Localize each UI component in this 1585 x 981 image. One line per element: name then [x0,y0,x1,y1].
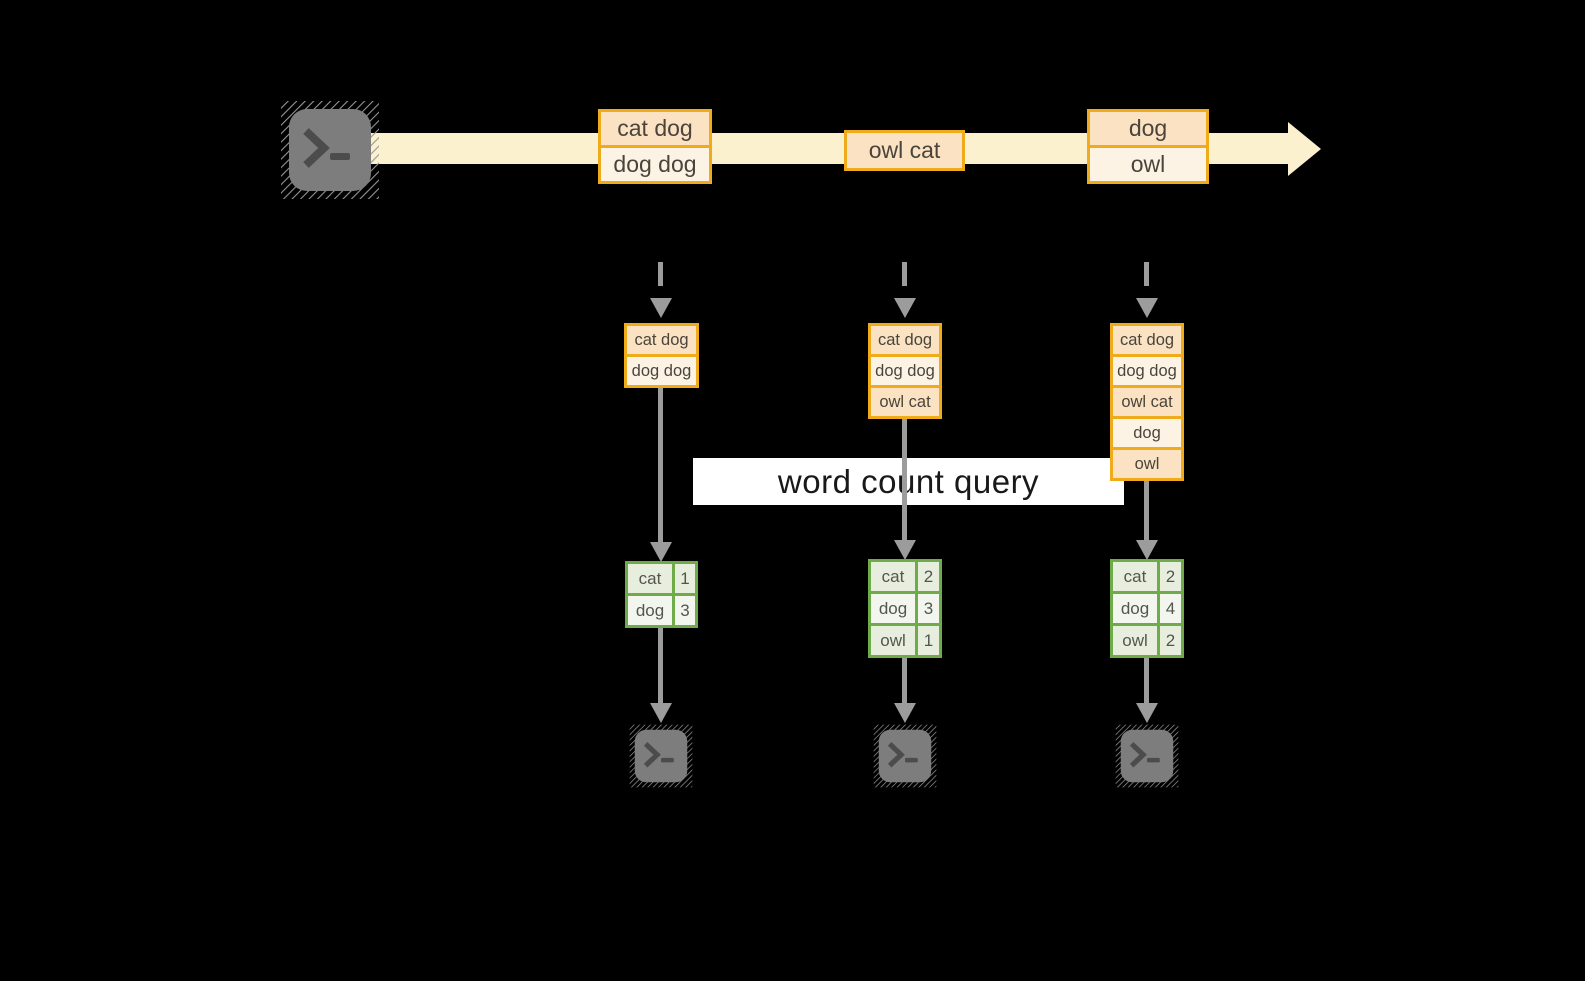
table-cell-count: 3 [675,596,695,625]
wordcount-table-1: cat 1 dog 3 [625,561,698,628]
table-cell-word: dog [628,596,672,625]
query-label-band: word count query [693,458,1124,505]
batch-row: dog dog [871,354,939,385]
table-cell-count: 2 [1160,626,1181,655]
stream-batch-3: dog owl [1087,109,1209,184]
arrowhead-icon [650,298,672,318]
batch-row: dog dog [627,354,696,385]
batch-row: cat dog [601,112,709,145]
table-cell-word: dog [1113,594,1157,623]
arrow-stem [902,658,907,703]
sink-terminal-icon [873,724,937,788]
batch-row: cat dog [1113,326,1181,354]
batch-row: owl [1113,447,1181,478]
sink-terminal-icon [629,724,693,788]
batch-row: dog dog [601,145,709,181]
query-label: word count query [777,462,1040,500]
table-cell-count: 4 [1160,594,1181,623]
batch-row: owl cat [1113,385,1181,416]
table-cell-count: 1 [918,626,939,655]
table-cell-word: cat [1113,562,1157,591]
batch-row: dog [1090,112,1206,145]
batch-row: cat dog [871,326,939,354]
batch-row: dog dog [1113,354,1181,385]
arrow-stem [902,419,907,540]
stream-arrowhead-icon [1288,122,1321,176]
arrow-stem [1144,658,1149,703]
table-cell-word: owl [871,626,915,655]
arrow-stem [658,386,663,542]
batch-row: owl [1090,145,1206,181]
table-cell-word: cat [628,564,672,593]
stream-batch-2: owl cat [844,130,965,171]
table-cell-count: 1 [675,564,695,593]
dashed-arrow-icon [902,262,907,286]
arrowhead-icon [894,540,916,560]
table-cell-count: 3 [918,594,939,623]
arrow-stem [1144,481,1149,540]
source-terminal-icon [280,100,380,200]
micro-batch-3: cat dog dog dog owl cat dog owl [1110,323,1184,481]
arrowhead-icon [1136,540,1158,560]
table-cell-word: cat [871,562,915,591]
dashed-arrow-icon [658,262,663,286]
table-cell-count: 2 [1160,562,1181,591]
arrowhead-icon [1136,703,1158,723]
arrowhead-icon [650,542,672,562]
batch-row: owl cat [871,385,939,416]
arrowhead-icon [650,703,672,723]
arrowhead-icon [894,298,916,318]
arrowhead-icon [894,703,916,723]
batch-row: owl cat [847,133,962,168]
sink-terminal-icon [1115,724,1179,788]
micro-batch-2: cat dog dog dog owl cat [868,323,942,419]
dashed-arrow-icon [1144,262,1149,286]
table-cell-word: owl [1113,626,1157,655]
wordcount-table-2: cat 2 dog 3 owl 1 [868,559,942,658]
wordcount-table-3: cat 2 dog 4 owl 2 [1110,559,1184,658]
batch-row: dog [1113,416,1181,447]
table-cell-word: dog [871,594,915,623]
table-cell-count: 2 [918,562,939,591]
micro-batch-1: cat dog dog dog [624,323,699,388]
arrow-stem [658,628,663,703]
batch-row: cat dog [627,326,696,354]
arrowhead-icon [1136,298,1158,318]
stream-batch-1: cat dog dog dog [598,109,712,184]
